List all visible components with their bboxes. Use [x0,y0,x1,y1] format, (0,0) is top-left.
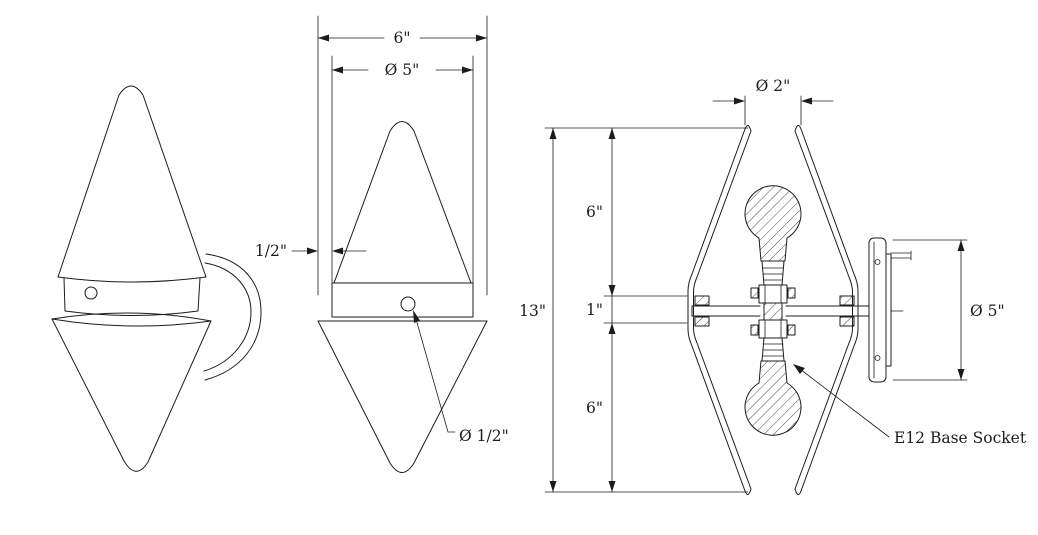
section-view: 13" 6" 1" 6" Ø 2" [519,77,1027,495]
section-crossbar [691,295,870,327]
dim-stacked-heights: 6" 1" 6" [586,127,616,493]
dim-overall-height-label: 13" [519,302,546,320]
arrowhead [734,97,745,105]
side-view-upper-cone [57,85,207,283]
lower-bulb-screw-base [761,337,785,362]
dim-band-height-label: 1" [586,301,603,319]
upper-bulb-screw-base [761,260,785,286]
dim-rim-offset-label: 1/2" [255,242,287,260]
arrowhead [608,481,616,492]
arrowhead [608,323,616,334]
upper-socket-cup [758,284,788,304]
socket-tab [787,287,796,299]
crossbar-fastener [839,295,855,306]
section-shade-walls [687,125,859,495]
dim-lower-cone-label: 6" [586,399,603,417]
upper-light-bulb [744,185,802,286]
crossbar-fastener [694,316,710,327]
dim-overall-height: 13" [519,127,557,493]
arrowhead [413,310,420,323]
arrowhead [957,240,965,251]
mount-screw [874,355,881,361]
socket-tab [750,287,759,299]
arrowhead [307,247,318,255]
wall-mount-plate [868,237,912,383]
lower-light-bulb [744,337,802,436]
section-extension-lines [544,127,749,493]
dim-shade-diameter-label: Ø 5" [385,61,420,79]
crossbar-fastener [839,316,855,327]
dim-hole-diameter-label: Ø 1/2" [459,427,509,445]
arrowhead [476,34,487,42]
leader-socket-annotation: E12 Base Socket [793,364,1027,447]
lower-socket-cup [758,319,788,339]
dim-overall-width-label: 6" [394,29,411,47]
side-view-screw-hole [84,286,98,300]
socket-annotation-label: E12 Base Socket [894,429,1027,447]
socket-tab [787,324,796,336]
front-view-screw-hole [400,296,416,312]
arrowhead [332,247,343,255]
dim-backplate-diameter-label: Ø 5" [970,302,1005,320]
arrowhead [608,285,616,296]
front-view: 6" Ø 5" 1/2" [255,15,509,473]
socket-assembly [750,284,796,339]
mount-top-stud [890,250,912,261]
arrowhead [793,364,805,374]
socket-tab [750,324,759,336]
arrowhead [332,66,343,74]
arrowhead [462,66,473,74]
dim-upper-cone-label: 6" [586,203,603,221]
mount-screw [874,259,881,265]
arrowhead [801,97,812,105]
leader-hole-diameter: Ø 1/2" [413,310,509,445]
arrowhead [318,34,329,42]
dim-rim-offset: 1/2" [255,242,367,260]
dim-overall-width: 6" [317,29,488,47]
front-view-extension-lines [317,15,488,296]
mount-backplate [885,253,892,367]
socket-center-block [763,302,783,321]
dim-top-opening-label: Ø 2" [756,77,791,95]
arrowhead [957,369,965,380]
front-view-shade-outline [317,121,488,473]
side-view-wall-bracket [203,253,262,381]
arrowhead [549,128,557,139]
side-view [51,85,262,472]
dim-backplate-diameter: Ø 5" [892,239,1005,381]
dim-top-opening: Ø 2" [712,77,834,126]
crossbar-fastener [694,295,710,306]
arrowhead [549,481,557,492]
arrowhead [608,128,616,139]
dim-shade-diameter: Ø 5" [331,61,474,79]
side-view-lower-cone [51,312,212,472]
side-view-center-band [63,277,201,316]
